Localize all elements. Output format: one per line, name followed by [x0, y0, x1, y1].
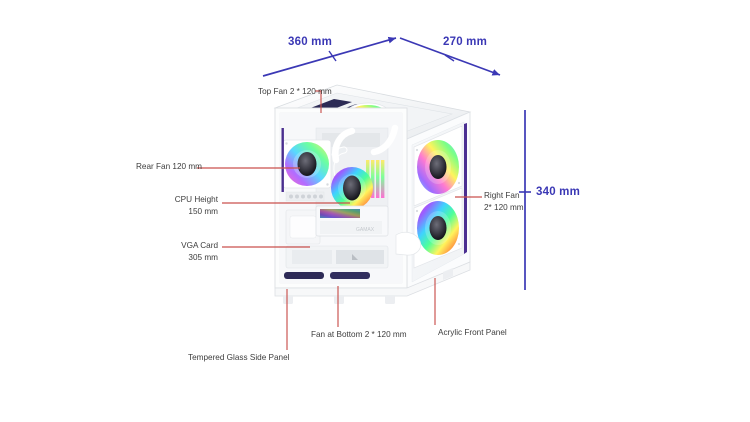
callout-cpu-height-line2: 150 mm — [188, 206, 218, 216]
leader-top-fan — [315, 90, 322, 113]
callout-acrylic-front-line1: Acrylic Front Panel — [438, 328, 507, 337]
dimension-label-width: 270 mm — [443, 36, 488, 48]
dimension-line-width — [399, 37, 501, 76]
callout-tempered-glass: Tempered Glass Side Panel — [188, 352, 290, 364]
dimension-label-height: 340 mm — [536, 186, 581, 198]
callout-right-fan-line2: 2* 120 mm — [484, 202, 524, 212]
dimension-label-depth: 360 mm — [288, 36, 333, 48]
callout-bottom-fan: Fan at Bottom 2 * 120 mm — [311, 329, 407, 341]
callout-vga-card-line2: 305 mm — [188, 252, 218, 262]
callout-right-fan-line1: Right Fan — [484, 191, 520, 200]
callout-acrylic-front: Acrylic Front Panel — [438, 327, 507, 339]
callout-top-fan-line1: Top Fan 2 * 120 mm — [258, 87, 332, 96]
callout-vga-card-line1: VGA Card — [181, 241, 218, 250]
callout-cpu-height-line1: CPU Height — [174, 195, 218, 204]
callout-cpu-height: CPU Height 150 mm — [158, 194, 218, 218]
callout-top-fan: Top Fan 2 * 120 mm — [258, 86, 332, 98]
dimension-line-depth — [262, 36, 397, 77]
dimension-line-height — [519, 110, 531, 290]
callout-vga-card: VGA Card 305 mm — [160, 240, 218, 264]
callout-tempered-glass-line1: Tempered Glass Side Panel — [188, 353, 290, 362]
callout-bottom-fan-line1: Fan at Bottom 2 * 120 mm — [311, 330, 407, 339]
callout-rear-fan: Rear Fan 120 mm — [136, 161, 202, 173]
callout-rear-fan-line1: Rear Fan 120 mm — [136, 162, 202, 171]
callout-right-fan: Right Fan 2* 120 mm — [484, 190, 544, 214]
